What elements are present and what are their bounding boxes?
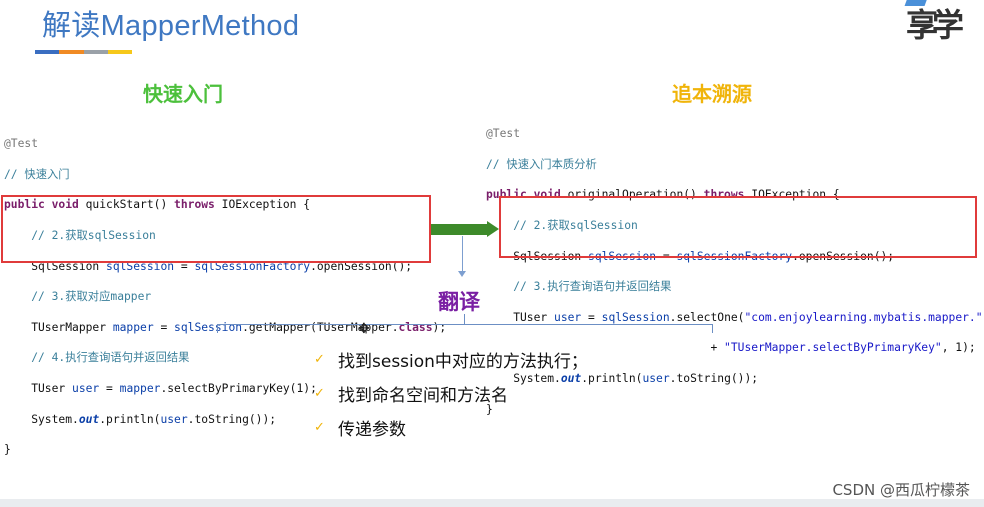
code-text: =: [581, 310, 602, 324]
code-variable: sqlSession: [601, 310, 670, 324]
cursor-icon: ✥: [358, 321, 370, 337]
bottom-strip: [0, 499, 984, 507]
code-line: }: [4, 443, 11, 457]
highlight-box-left: [1, 195, 431, 263]
code-variable: mapper: [119, 382, 161, 396]
code-text: , 1);: [941, 341, 976, 355]
code-comment: // 快速入门: [4, 167, 70, 181]
translate-label: 翻译: [438, 290, 480, 314]
code-text: .println(: [581, 372, 643, 386]
bullet-text: 传递参数: [338, 419, 406, 440]
code-line: TUser user = sqlSession.selectOne("com.e…: [486, 310, 983, 325]
code-static-field: out: [560, 372, 582, 386]
code-variable: mapper: [112, 320, 154, 334]
highlight-box-right: [499, 196, 977, 258]
code-text: .selectByPrimaryKey(1);: [160, 382, 317, 396]
code-variable: user: [72, 382, 100, 396]
arrow-right-icon: [431, 224, 489, 235]
watermark: CSDN @西瓜柠檬茶: [832, 481, 970, 499]
code-variable: user: [160, 412, 188, 426]
list-item: ✓ 传递参数: [314, 410, 588, 444]
code-keyword: throws: [703, 188, 745, 202]
code-keyword: throws: [174, 198, 215, 212]
slide-title: 解读MapperMethod: [42, 10, 300, 42]
code-text: System.: [4, 412, 79, 426]
code-line: + "TUserMapper.selectByPrimaryKey", 1);: [486, 340, 983, 355]
bracket: [217, 324, 713, 333]
title-underline: [35, 50, 132, 54]
code-text: =: [153, 320, 175, 334]
code-line: public void originalOperation() throws I…: [486, 187, 983, 202]
code-text: =: [174, 259, 195, 273]
section-title-origin: 追本溯源: [672, 82, 752, 106]
code-text: .toString());: [187, 412, 277, 426]
code-text: IOException {: [214, 198, 311, 212]
code-comment: // 3.获取对应mapper: [4, 290, 152, 304]
code-comment: // 3.执行查询语句并返回结果: [486, 280, 672, 294]
code-text: .println(: [99, 412, 161, 426]
code-comment: // 2.获取sqlSession: [486, 219, 638, 233]
bullet-text: 找到命名空间和方法名: [338, 385, 508, 406]
code-text: IOException {: [744, 188, 840, 202]
list-item: ✓ 找到命名空间和方法名: [314, 376, 588, 410]
code-line: @Test: [486, 127, 521, 141]
code-text: TUserMapper: [4, 320, 113, 334]
code-line: @Test: [4, 137, 39, 151]
bullet-text: 找到session中对应的方法执行；: [338, 351, 588, 372]
code-static-field: out: [78, 412, 100, 426]
underline-seg-4: [107, 50, 132, 54]
code-text: .selectOne(: [669, 310, 745, 324]
code-keyword: public void: [4, 198, 79, 212]
bracket-tick: [464, 314, 465, 324]
code-line: }: [486, 402, 493, 416]
code-text: originalOperation(): [560, 188, 704, 202]
code-text: =: [99, 382, 120, 396]
code-text: TUser: [4, 382, 73, 396]
check-icon: ✓: [314, 385, 325, 401]
code-line: TUser user = mapper.selectByPrimaryKey(1…: [4, 381, 446, 396]
code-string: "com.enjoylearning.mybatis.mapper.": [744, 310, 983, 324]
underline-seg-3: [83, 50, 108, 54]
code-text: System.: [486, 372, 561, 386]
check-icon: ✓: [314, 351, 325, 367]
code-line: System.out.println(user.toString());: [4, 412, 446, 427]
code-line: System.out.println(user.toString());: [486, 371, 983, 386]
code-string: "TUserMapper.selectByPrimaryKey": [724, 341, 942, 355]
code-comment: // 快速入门本质分析: [486, 157, 597, 171]
section-title-quickstart: 快速入门: [143, 82, 223, 106]
code-comment: // 2.获取sqlSession: [4, 229, 156, 243]
arrow-right-head-icon: [487, 221, 499, 237]
code-text: .toString());: [669, 372, 759, 386]
code-text: quickStart(): [78, 198, 175, 212]
underline-seg-1: [35, 50, 60, 54]
code-text: TUser: [486, 310, 555, 324]
list-item: ✓ 找到session中对应的方法执行；: [314, 342, 588, 376]
code-block-origin: @Test // 快速入门本质分析 public void originalOp…: [486, 111, 983, 432]
arrow-down-icon: [458, 271, 466, 277]
underline-seg-2: [59, 50, 84, 54]
arrow-down-line: [462, 236, 463, 274]
code-keyword: public void: [486, 188, 561, 202]
code-variable: user: [642, 372, 670, 386]
code-comment: // 4.执行查询语句并返回结果: [4, 351, 190, 365]
code-line: public void quickStart() throws IOExcept…: [4, 197, 446, 212]
check-icon: ✓: [314, 419, 325, 435]
brand-logo: 享学: [905, 6, 964, 44]
code-text: +: [486, 341, 725, 355]
bullet-list: ✓ 找到session中对应的方法执行； ✓ 找到命名空间和方法名 ✓ 传递参数: [314, 342, 588, 444]
code-variable: user: [554, 310, 582, 324]
